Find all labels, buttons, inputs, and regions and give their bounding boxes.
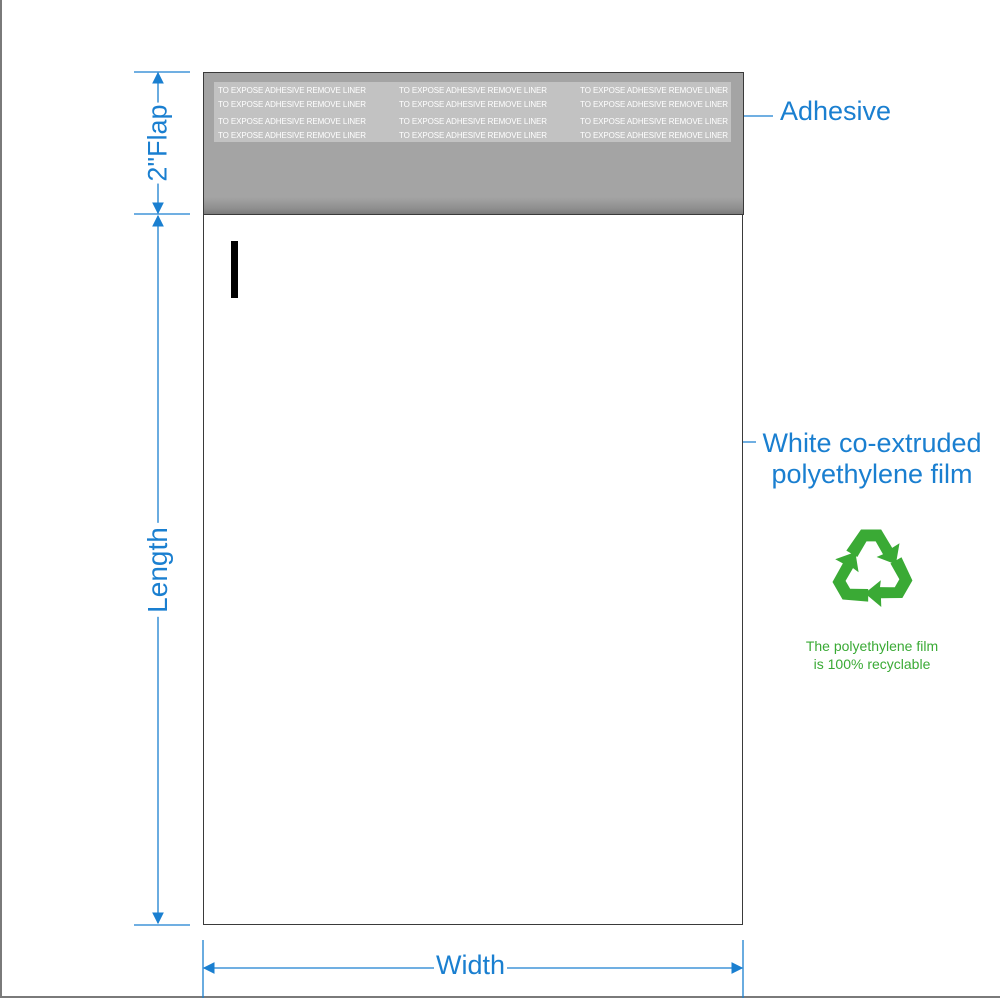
adhesive-label: Adhesive — [780, 96, 892, 126]
liner-text: TO EXPOSE ADHESIVE REMOVE LINER — [218, 117, 366, 126]
flap-dimension-label: 2"Flap — [142, 102, 174, 184]
registration-mark — [231, 241, 238, 298]
width-dimension-label: Width — [434, 950, 508, 981]
recyclable-note-line1: The polyethylene film — [805, 638, 939, 654]
liner-text: TO EXPOSE ADHESIVE REMOVE LINER — [218, 86, 366, 95]
liner-text: TO EXPOSE ADHESIVE REMOVE LINER — [399, 86, 547, 95]
liner-text: TO EXPOSE ADHESIVE REMOVE LINER — [218, 100, 366, 109]
film-label-line2: polyethylene film — [771, 459, 973, 489]
liner-text: TO EXPOSE ADHESIVE REMOVE LINER — [580, 117, 728, 126]
liner-text-row: TO EXPOSE ADHESIVE REMOVE LINER TO EXPOS… — [218, 117, 728, 126]
film-label: White co-extruded polyethylene film — [756, 428, 988, 490]
recycle-arrow — [846, 529, 900, 565]
liner-text-row: TO EXPOSE ADHESIVE REMOVE LINER TO EXPOS… — [218, 131, 728, 140]
film-label-line1: White co-extruded — [762, 428, 982, 458]
liner-text-row: TO EXPOSE ADHESIVE REMOVE LINER TO EXPOS… — [218, 100, 728, 109]
liner-text: TO EXPOSE ADHESIVE REMOVE LINER — [399, 100, 547, 109]
liner-text: TO EXPOSE ADHESIVE REMOVE LINER — [399, 131, 547, 140]
liner-text: TO EXPOSE ADHESIVE REMOVE LINER — [580, 131, 728, 140]
recyclable-note-line2: is 100% recyclable — [813, 656, 931, 672]
liner-text: TO EXPOSE ADHESIVE REMOVE LINER — [399, 117, 547, 126]
liner-text: TO EXPOSE ADHESIVE REMOVE LINER — [580, 86, 728, 95]
liner-text: TO EXPOSE ADHESIVE REMOVE LINER — [580, 100, 728, 109]
recycle-arrow — [832, 551, 869, 602]
mailer-bag-body — [203, 214, 743, 925]
liner-text-row: TO EXPOSE ADHESIVE REMOVE LINER TO EXPOS… — [218, 86, 728, 95]
liner-text: TO EXPOSE ADHESIVE REMOVE LINER — [218, 131, 366, 140]
length-dimension-label: Length — [142, 523, 174, 617]
recycle-arrow — [864, 557, 913, 607]
recycle-icon — [832, 529, 913, 607]
release-liner: TO EXPOSE ADHESIVE REMOVE LINER TO EXPOS… — [214, 82, 731, 142]
recyclable-note: The polyethylene film is 100% recyclable — [772, 637, 972, 673]
adhesive-flap: TO EXPOSE ADHESIVE REMOVE LINER TO EXPOS… — [203, 72, 744, 215]
